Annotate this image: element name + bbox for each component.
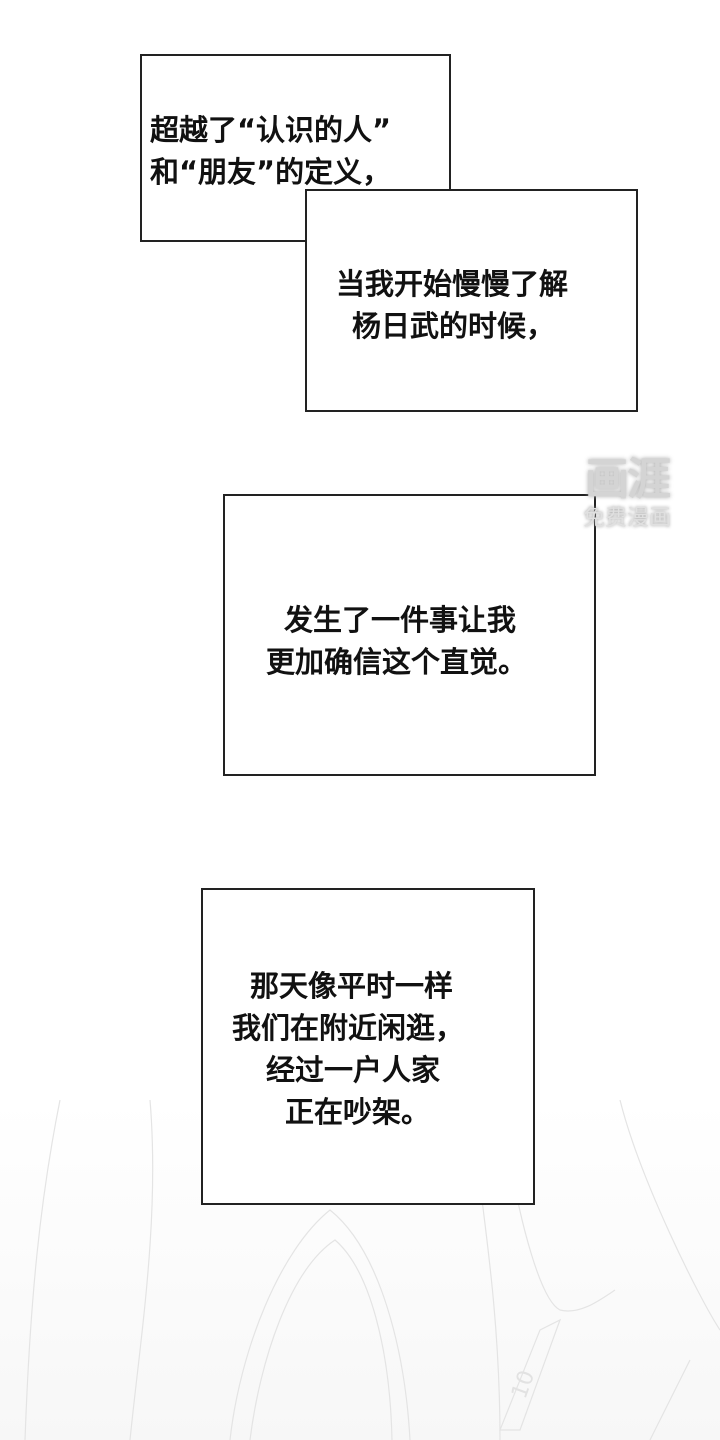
caption-2-line-1: 当我开始慢慢了解	[336, 267, 569, 301]
caption-4-line-1: 那天像平时一样	[250, 969, 454, 1003]
caption-4-line-4: 正在吵架。	[285, 1095, 431, 1129]
watermark-subtitle: 免费漫画	[582, 506, 671, 531]
caption-2-line-2: 杨日武的时候，	[352, 309, 556, 343]
caption-box-3	[223, 494, 596, 776]
jersey-number: 10	[507, 1367, 540, 1402]
caption-3-line-1: 发生了一件事让我	[284, 603, 517, 637]
caption-1-line-2: 和“朋友”的定义，	[150, 155, 392, 189]
caption-3-line-2: 更加确信这个直觉。	[266, 645, 528, 679]
caption-1-line-1: 超越了“认识的人”	[150, 113, 392, 147]
sketch-lines: 10	[24, 1100, 720, 1440]
caption-box-4	[201, 888, 535, 1205]
caption-4-line-3: 经过一户人家	[266, 1053, 441, 1087]
caption-box-join	[307, 191, 449, 240]
caption-4-line-2: 我们在附近闲逛，	[232, 1011, 465, 1045]
watermark: 画涯 免费漫画	[562, 455, 692, 533]
watermark-logo: 画涯	[585, 454, 671, 505]
